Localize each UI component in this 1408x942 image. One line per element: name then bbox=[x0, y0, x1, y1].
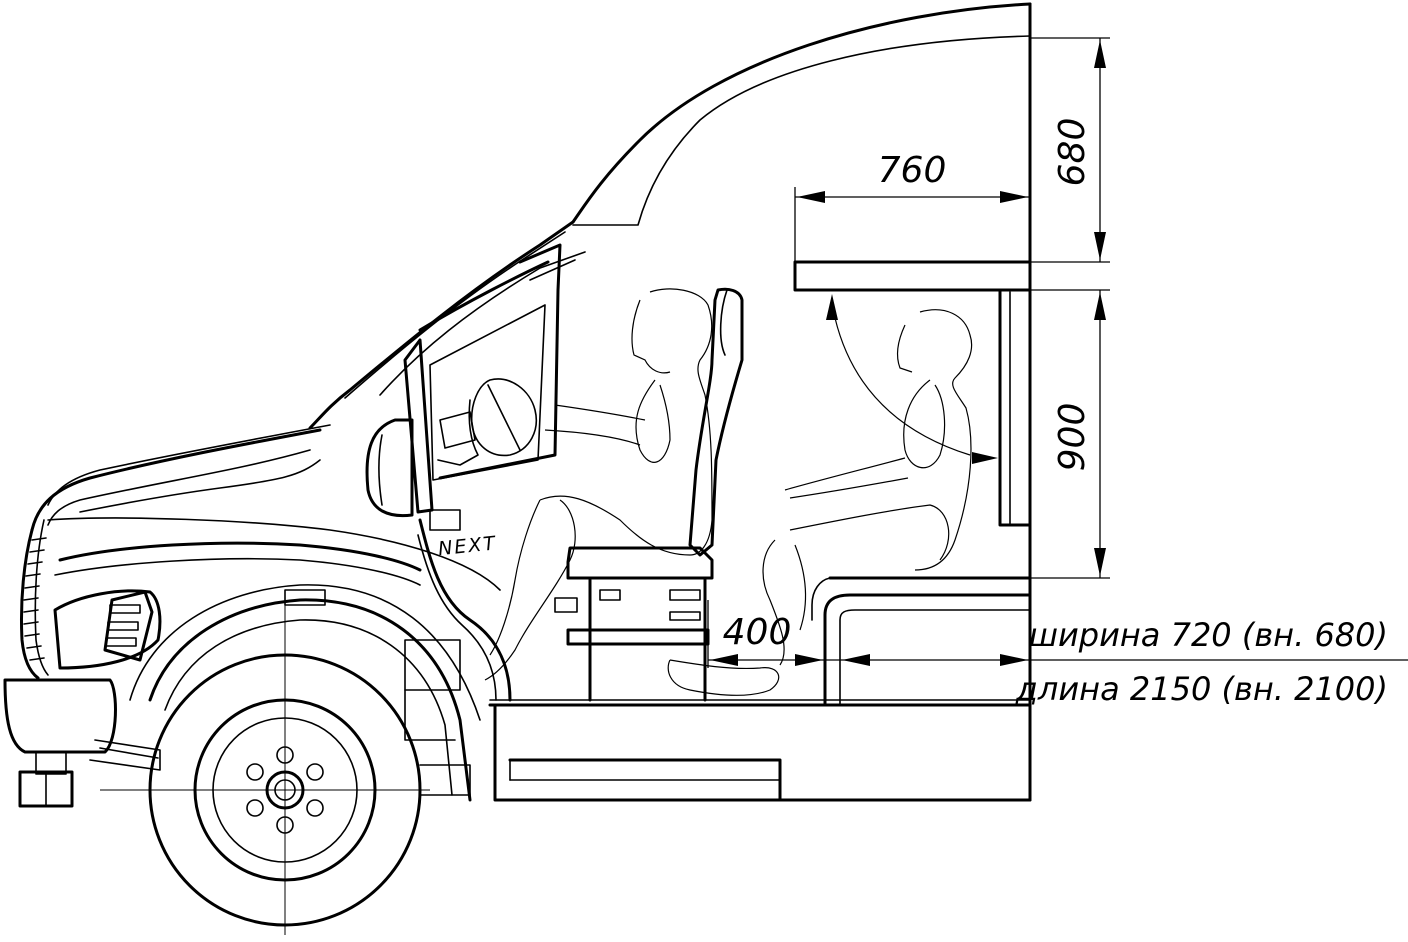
front-wheel bbox=[100, 600, 430, 935]
passenger-figure bbox=[667, 309, 973, 696]
grille-slats bbox=[23, 537, 47, 661]
dimension-760: 760 bbox=[794, 150, 1030, 262]
cab-roof-outline bbox=[571, 2, 1032, 802]
driver-figure bbox=[484, 288, 713, 681]
dimension-900: 900 bbox=[826, 289, 1110, 579]
spec-length: длина 2150 (вн. 2100) bbox=[1015, 670, 1388, 708]
wheel-bolts bbox=[246, 746, 324, 834]
dimension-900-label: 900 bbox=[1052, 403, 1093, 472]
dimension-400: 400 bbox=[707, 600, 1408, 668]
driver-seat bbox=[554, 287, 744, 702]
dimension-760-label: 760 bbox=[878, 150, 947, 191]
headlight-lenses bbox=[105, 604, 141, 647]
upper-berth bbox=[793, 260, 1032, 527]
cab-floor-frame bbox=[488, 576, 1032, 802]
cab-front-body bbox=[3, 220, 586, 808]
spec-width: ширина 720 (вн. 680) bbox=[1029, 616, 1388, 654]
dimension-400-label: 400 bbox=[723, 612, 792, 653]
wheel-arch bbox=[129, 518, 512, 802]
next-badge: NEXT bbox=[437, 532, 498, 560]
steering-wheel bbox=[437, 378, 537, 466]
dimension-680-label: 680 bbox=[1052, 118, 1093, 187]
dimension-680: 680 bbox=[1030, 37, 1110, 263]
